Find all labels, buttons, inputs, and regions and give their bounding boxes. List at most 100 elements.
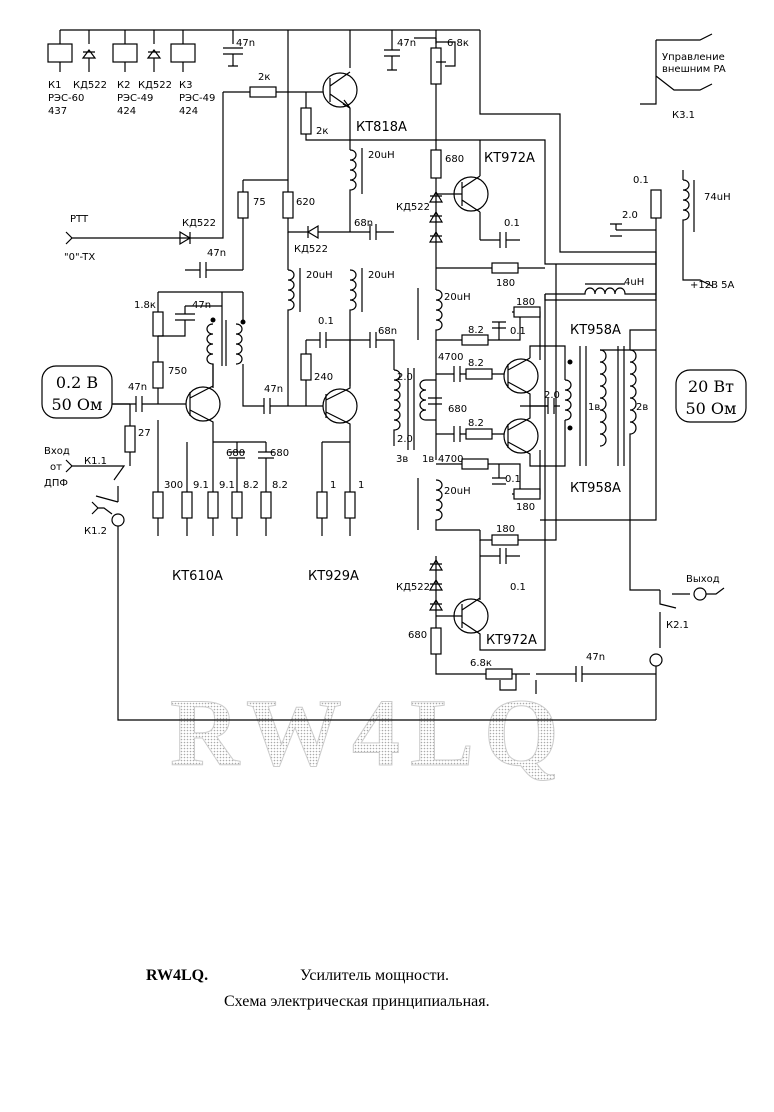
- r-01-top: [650, 189, 662, 219]
- kt818-stage: [222, 30, 358, 200]
- transistor-kt929: [322, 388, 358, 424]
- relay-k2-type: РЭС-49: [117, 93, 153, 104]
- c20-a-label: 2.0: [397, 372, 413, 383]
- kt818-label: КТ818А: [356, 120, 407, 135]
- k11-label: К1.1: [84, 456, 107, 467]
- relay-k3-code: 424: [179, 106, 198, 117]
- pot-6k8: [430, 47, 442, 85]
- kt972-top-label: КТ972А: [484, 151, 535, 166]
- r91-1-label: 9.1: [193, 480, 209, 491]
- c-47n-mid: [185, 262, 243, 278]
- c47n-bot-label: 47n: [586, 652, 605, 663]
- c01-5-label: 0.1: [510, 582, 526, 593]
- relay-k2-diode: КД522: [138, 80, 172, 91]
- output-relay: [649, 587, 725, 720]
- caption-subtitle: Схема электрическая принципиальная.: [224, 993, 490, 1010]
- r-180-1: [491, 262, 519, 274]
- r68k-bot-label: 6.8к: [470, 658, 492, 669]
- r-6k8-bot: [485, 668, 513, 680]
- r-180-4: [491, 534, 519, 546]
- input-relay: [65, 403, 656, 721]
- c68n-2-label: 68n: [378, 326, 397, 337]
- rail-a: [479, 30, 657, 521]
- k21-coax: [649, 653, 663, 667]
- c01-3-label: 0.1: [510, 326, 526, 337]
- input-line1: 0.2 В: [56, 373, 98, 392]
- l-20uh-2: [287, 268, 301, 406]
- ext-ctrl-line1: Управление: [662, 52, 725, 63]
- r18k-label: 1.8к: [134, 300, 156, 311]
- supply-filter: [610, 170, 713, 287]
- transistor-kt610: [185, 386, 221, 422]
- r-180-2: [513, 306, 541, 318]
- r620-label: 620: [296, 197, 315, 208]
- r180-4-label: 180: [496, 524, 515, 535]
- r82-3-label: 8.2: [468, 418, 484, 429]
- l20-5-label: 20uH: [444, 486, 471, 497]
- input-spec-box: [41, 365, 113, 419]
- k12-label: К1.2: [84, 526, 107, 537]
- c680-label: 680: [448, 404, 467, 415]
- r75-label: 75: [253, 197, 266, 208]
- r750-label: 750: [168, 366, 187, 377]
- caption-author: RW4LQ.: [146, 967, 208, 984]
- r-2k-h-label: 2к: [258, 72, 270, 83]
- r82-2-label: 8.2: [468, 358, 484, 369]
- kd522-ptt-label: КД522: [182, 218, 216, 229]
- relay-k1-name: К1: [48, 80, 61, 91]
- tr2-label: 2в: [636, 402, 648, 413]
- l20-2-label: 20uH: [306, 270, 333, 281]
- r91-2-label: 9.1: [219, 480, 235, 491]
- diode-k1: [81, 49, 97, 59]
- l-20uh-1: [349, 148, 363, 232]
- c01-1-label: 0.1: [504, 218, 520, 229]
- r-2k-h: [249, 86, 277, 98]
- tr-1v-label: 1в: [422, 454, 434, 465]
- k21-label: К2.1: [666, 620, 689, 631]
- c680-b-label: 680: [270, 448, 289, 459]
- r-240: [300, 353, 312, 381]
- relay-k2-name: К2: [117, 80, 130, 91]
- r-1-2: [344, 491, 356, 519]
- relay-k3-name: К3: [179, 80, 192, 91]
- r-2k-v: [300, 107, 312, 135]
- r-750: [152, 361, 164, 389]
- output-line1: 20 Вт: [688, 377, 734, 396]
- tr-3v-label: 3в: [396, 454, 408, 465]
- c47n-l-label: 47n: [192, 300, 211, 311]
- vyhod-label: Выход: [686, 574, 720, 585]
- kd522-bot-label: КД522: [396, 582, 430, 593]
- c47n-top-label: 47n: [236, 38, 255, 49]
- r-620: [282, 191, 294, 219]
- c47n-mid2-label: 47n: [264, 384, 283, 395]
- r-82-4b: [461, 458, 489, 470]
- r-27: [124, 425, 136, 453]
- r-680-top: [430, 149, 442, 179]
- diode-k2: [146, 49, 162, 59]
- kt972-top: [428, 140, 520, 260]
- r82-5-label: 8.2: [272, 480, 288, 491]
- k12-coax: [111, 513, 125, 527]
- c47n-in-label: 47n: [128, 382, 147, 393]
- r680-2-label: 680: [408, 630, 427, 641]
- c4700-2-label: 4700: [438, 454, 463, 465]
- kt929-stage: [300, 332, 395, 536]
- r-82-5: [260, 491, 272, 519]
- relay-k2-coil: [112, 43, 138, 63]
- r82-4-label: 8.2: [243, 480, 259, 491]
- input-line2: 50 Ом: [51, 395, 102, 414]
- kt972-bot-label: КТ972А: [486, 633, 537, 648]
- r-1k8: [152, 311, 164, 337]
- output-line2: 50 Ом: [685, 399, 736, 418]
- r-82-1: [461, 334, 489, 346]
- relay-k1-type: РЭС-60: [48, 93, 84, 104]
- kt610-label: КТ610А: [172, 569, 223, 584]
- kd522-top-label: КД522: [396, 202, 430, 213]
- l20-3-label: 20uH: [368, 270, 395, 281]
- rail-b: [350, 139, 656, 265]
- relay-k1-code: 437: [48, 106, 67, 117]
- r-180-3: [513, 488, 541, 500]
- caption-title: Усилитель мощности.: [300, 967, 449, 984]
- relay-k2-code: 424: [117, 106, 136, 117]
